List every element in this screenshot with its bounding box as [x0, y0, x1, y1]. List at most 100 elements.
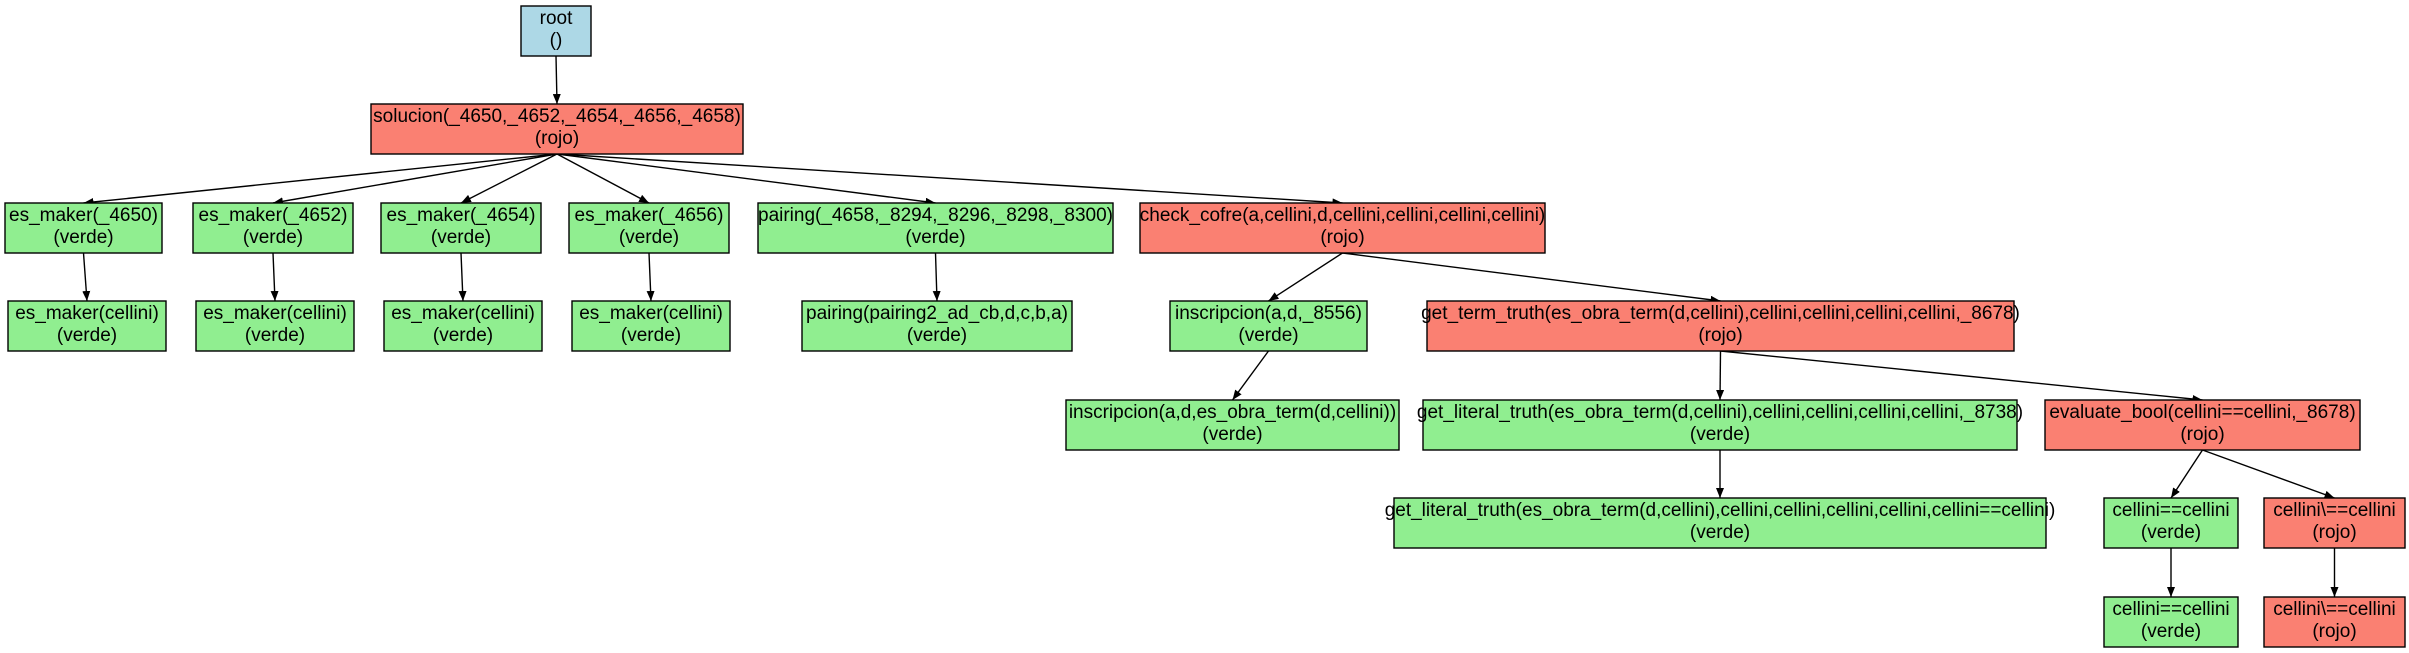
- node-term-label: es_maker(_4650): [9, 205, 158, 226]
- node-status-label: (rojo): [535, 128, 579, 149]
- tree-node-get-literal-truth-full: get_literal_truth(es_obra_term(d,cellini…: [1385, 497, 2056, 549]
- edge-solucion-to-es-maker-4656: [556, 153, 650, 204]
- edge-inscripcion-8556-to-inscripcion-full: [1231, 350, 1270, 401]
- edge-solucion-to-es-maker-4652: [272, 153, 558, 206]
- node-status-label: (rojo): [2180, 424, 2224, 445]
- node-box: [1422, 399, 2018, 451]
- node-box: [520, 5, 592, 57]
- tree-node-es-maker-cellini-1: es_maker(cellini)(verde): [7, 300, 167, 352]
- node-status-label: (verde): [2141, 522, 2201, 543]
- edge-evaluate-bool-to-neq-1: [2202, 449, 2335, 499]
- edge-es-maker-4652-to-es-maker-cellini-2: [270, 252, 279, 302]
- node-box: [7, 300, 167, 352]
- node-term-label: solucion(_4650,_4652,_4654,_4656,_4658): [373, 106, 741, 127]
- node-status-label: (rojo): [2312, 522, 2356, 543]
- tree-node-evaluate-bool: evaluate_bool(cellini==cellini,_8678)(ro…: [2044, 399, 2361, 451]
- node-box: [4, 202, 163, 254]
- tree-node-es-maker-cellini-3: es_maker(cellini)(verde): [383, 300, 543, 352]
- node-status-label: (rojo): [1698, 325, 1742, 346]
- node-term-label: cellini\==cellini: [2273, 500, 2396, 521]
- node-box: [1065, 399, 1400, 451]
- node-status-label: (verde): [431, 227, 491, 248]
- node-term-label: es_maker(_4656): [575, 205, 724, 226]
- node-status-label: (verde): [907, 325, 967, 346]
- node-box: [757, 202, 1114, 254]
- tree-node-get-literal-truth-8738: get_literal_truth(es_obra_term(d,cellini…: [1417, 399, 2023, 451]
- tree-node-es-maker-4652: es_maker(_4652)(verde): [192, 202, 354, 254]
- node-box: [370, 103, 744, 155]
- node-box: [2103, 596, 2239, 648]
- edge-solucion-to-es-maker-4650: [83, 153, 558, 206]
- tree-node-es-maker-cellini-4: es_maker(cellini)(verde): [571, 300, 731, 352]
- tree-node-solucion: solucion(_4650,_4652,_4654,_4656,_4658)(…: [370, 103, 744, 155]
- node-box: [192, 202, 354, 254]
- node-box: [1139, 202, 1546, 254]
- node-status-label: (verde): [57, 325, 117, 346]
- tree-node-neq-2: cellini\==cellini(rojo): [2263, 596, 2406, 648]
- node-term-label: es_maker(cellini): [15, 303, 159, 324]
- tree-node-inscripcion-8556: inscripcion(a,d,_8556)(verde): [1169, 300, 1368, 352]
- node-box: [383, 300, 543, 352]
- tree-node-inscripcion-full: inscripcion(a,d,es_obra_term(d,cellini))…: [1065, 399, 1400, 451]
- edge-check-cofre-to-inscripcion-8556: [1268, 252, 1343, 302]
- node-box: [2044, 399, 2361, 451]
- node-status-label: (verde): [905, 227, 965, 248]
- edge-pairing-to-pairing2: [932, 252, 941, 302]
- node-term-label: cellini==cellini: [2112, 500, 2229, 521]
- node-term-label: inscripcion(a,d,es_obra_term(d,cellini)): [1069, 402, 1396, 423]
- node-box: [571, 300, 731, 352]
- node-term-label: root: [540, 8, 573, 29]
- tree-node-root: root(): [520, 5, 592, 57]
- node-status-label: (verde): [243, 227, 303, 248]
- node-status-label: (rojo): [2312, 621, 2356, 642]
- nodes-layer: root() solucion(_4650,_4652,_4654,_4656,_…: [4, 5, 2406, 648]
- node-status-label: (verde): [433, 325, 493, 346]
- edge-solucion-to-pairing: [556, 153, 936, 206]
- node-status-label: (verde): [621, 325, 681, 346]
- node-term-label: es_maker(cellini): [203, 303, 347, 324]
- node-term-label: get_term_truth(es_obra_term(d,cellini),c…: [1421, 303, 2020, 324]
- node-term-label: get_literal_truth(es_obra_term(d,cellini…: [1417, 402, 2023, 423]
- node-status-label: (verde): [2141, 621, 2201, 642]
- tree-node-check-cofre: check_cofre(a,cellini,d,cellini,cellini,…: [1139, 202, 1546, 254]
- node-term-label: es_maker(cellini): [391, 303, 535, 324]
- node-status-label: (): [550, 30, 563, 51]
- edge-solucion-to-es-maker-4654: [460, 153, 558, 204]
- node-box: [380, 202, 542, 254]
- edge-es-maker-4656-to-es-maker-cellini-4: [646, 252, 655, 302]
- node-box: [1393, 497, 2047, 549]
- node-term-label: inscripcion(a,d,_8556): [1175, 303, 1362, 324]
- tree-node-es-maker-4654: es_maker(_4654)(verde): [380, 202, 542, 254]
- node-status-label: (verde): [1690, 424, 1750, 445]
- edge-root-to-solucion: [552, 55, 561, 105]
- node-term-label: es_maker(_4654): [387, 205, 536, 226]
- tree-node-es-maker-4650: es_maker(_4650)(verde): [4, 202, 163, 254]
- edge-evaluate-bool-to-eq-1: [2170, 449, 2204, 499]
- node-term-label: pairing(pairing2_ad_cb,d,c,b,a): [806, 303, 1068, 324]
- node-box: [2103, 497, 2239, 549]
- node-term-label: pairing(_4658,_8294,_8296,_8298,_8300): [758, 205, 1113, 226]
- node-status-label: (verde): [619, 227, 679, 248]
- edges-layer: [82, 55, 2339, 597]
- tree-node-get-term-truth: get_term_truth(es_obra_term(d,cellini),c…: [1421, 300, 2020, 352]
- node-term-label: es_maker(cellini): [579, 303, 723, 324]
- node-status-label: (verde): [53, 227, 113, 248]
- node-term-label: cellini\==cellini: [2273, 599, 2396, 620]
- edge-get-term-truth-to-get-literal-truth-8738: [1716, 350, 1725, 401]
- edge-es-maker-4650-to-es-maker-cellini-1: [82, 252, 91, 302]
- node-box: [2263, 497, 2406, 549]
- tree-node-es-maker-cellini-2: es_maker(cellini)(verde): [195, 300, 355, 352]
- node-status-label: (verde): [1202, 424, 1262, 445]
- node-box: [1169, 300, 1368, 352]
- node-box: [1426, 300, 2015, 352]
- node-box: [195, 300, 355, 352]
- node-box: [801, 300, 1073, 352]
- edge-check-cofre-to-get-term-truth: [1342, 252, 1721, 304]
- node-status-label: (verde): [1238, 325, 1298, 346]
- node-term-label: get_literal_truth(es_obra_term(d,cellini…: [1385, 500, 2056, 521]
- edge-solucion-to-check-cofre: [556, 153, 1343, 207]
- tree-node-eq-2: cellini==cellini(verde): [2103, 596, 2239, 648]
- tree-node-pairing2: pairing(pairing2_ad_cb,d,c,b,a)(verde): [801, 300, 1073, 352]
- node-term-label: cellini==cellini: [2112, 599, 2229, 620]
